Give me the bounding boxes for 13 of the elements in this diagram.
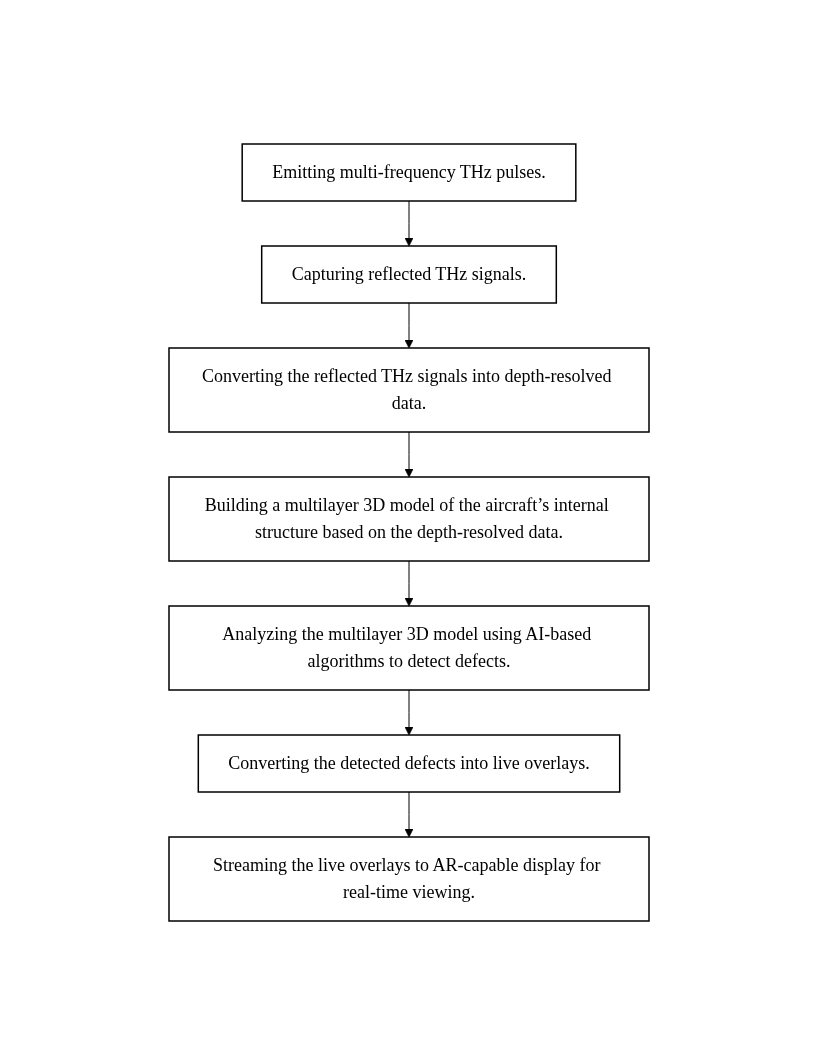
arrow xyxy=(404,560,414,606)
arrow xyxy=(404,302,414,348)
node-box: Streaming the live overlays to AR-capable display for real-time viewing. xyxy=(168,835,650,922)
arrow xyxy=(404,791,414,837)
node-box: Converting the detected defects into live overlays. xyxy=(197,733,621,793)
arrow xyxy=(404,689,414,735)
node-box: Building a multilayer 3D model of the aircraft’s internal structure based on the depth-resolved data. xyxy=(168,475,650,562)
node-box: Emitting multi-frequency THz pulses. xyxy=(241,142,577,202)
arrow xyxy=(404,431,414,477)
arrow xyxy=(404,200,414,246)
node-box: Analyzing the multilayer 3D model using AI-based algorithms to detect defects. xyxy=(168,604,650,691)
node-box: Converting the reflected THz signals into depth-resolved data. xyxy=(168,346,650,433)
node-box: Capturing reflected THz signals. xyxy=(260,244,558,304)
